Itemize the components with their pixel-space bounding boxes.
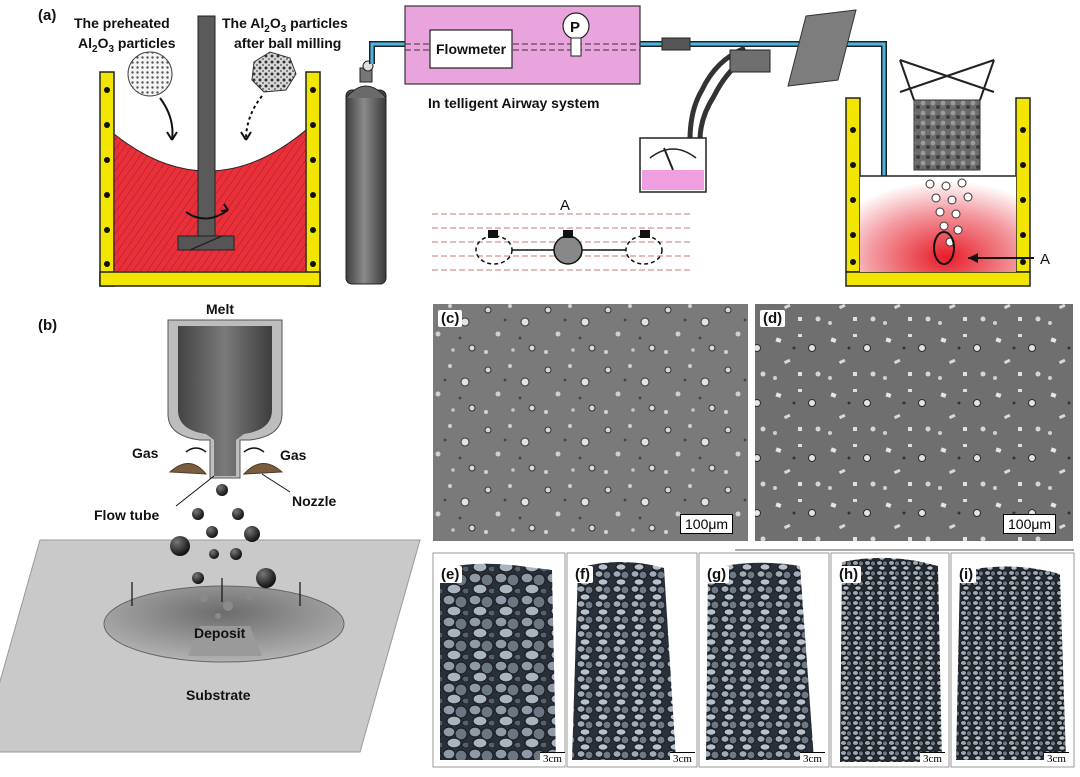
sem-image-c	[433, 304, 748, 541]
detail-a	[432, 213, 690, 271]
scale-g: 3cm	[800, 752, 825, 765]
panel-f-letter: (f)	[572, 566, 593, 583]
deposit-disc	[103, 585, 345, 663]
foam-sample-e	[440, 563, 556, 760]
airway-label: In telligent Airway system	[428, 95, 599, 111]
flowmeter-label: Flowmeter	[436, 41, 507, 57]
nozzle-label: Nozzle	[292, 493, 337, 509]
panel-a	[99, 5, 1034, 287]
airway-box	[404, 5, 641, 85]
panel-e-letter: (e)	[438, 566, 463, 583]
foam-sample-i	[956, 566, 1066, 760]
scale-e: 3cm	[540, 752, 565, 765]
foam-sample-f	[572, 562, 676, 760]
gas-right-label: Gas	[280, 447, 307, 463]
panel-b-letter: (b)	[38, 317, 57, 334]
flow-tube-label: Flow tube	[94, 507, 160, 523]
panel-d-letter: (d)	[760, 310, 786, 327]
preheated-label-line1: The preheated	[74, 15, 170, 31]
panel-g-letter: (g)	[704, 566, 730, 583]
panel-i-letter: (i)	[956, 566, 977, 583]
milled-label-line2: after ball milling	[234, 35, 341, 51]
stirrer	[177, 15, 235, 251]
substrate-label: Substrate	[186, 687, 251, 703]
crucible-right	[845, 59, 1034, 287]
arrow-icon	[159, 97, 174, 141]
panel-a-letter: (a)	[38, 7, 56, 24]
foam-row	[432, 549, 1075, 768]
milled-particle-icon	[251, 51, 297, 93]
pipe-connector	[661, 37, 691, 51]
pressure-gauge	[639, 137, 707, 193]
panel-c-letter: (c)	[438, 310, 463, 327]
gas-cylinder	[345, 60, 387, 285]
arrow-icon	[245, 95, 263, 141]
scale-h: 3cm	[920, 752, 945, 765]
scale-bar-c: 100μm	[680, 514, 734, 534]
foam-sample-g	[706, 562, 814, 760]
milled-label-line1: The Al2O3 particles	[222, 15, 348, 35]
gas-left-label: Gas	[132, 445, 159, 461]
preheated-particle-icon	[127, 51, 173, 97]
preheated-label-line2: Al2O3 particles	[78, 35, 176, 55]
deposit-label: Deposit	[194, 625, 246, 641]
panel-h-letter: (h)	[836, 566, 862, 583]
panel-b	[0, 319, 421, 753]
droplets	[170, 484, 276, 588]
pressure-label: P	[570, 19, 580, 36]
scale-bar-d: 100μm	[1003, 514, 1057, 534]
pointer-a-label: A	[1040, 251, 1050, 268]
nozzle-assembly	[167, 319, 291, 507]
sem-image-d	[755, 304, 1073, 541]
scale-i: 3cm	[1044, 752, 1069, 765]
controller-box	[729, 49, 771, 73]
foam-sample-h	[840, 557, 942, 762]
melt-label: Melt	[206, 301, 234, 317]
plate-icon	[787, 9, 857, 87]
scale-f: 3cm	[670, 752, 695, 765]
detail-a-label: A	[560, 197, 570, 214]
